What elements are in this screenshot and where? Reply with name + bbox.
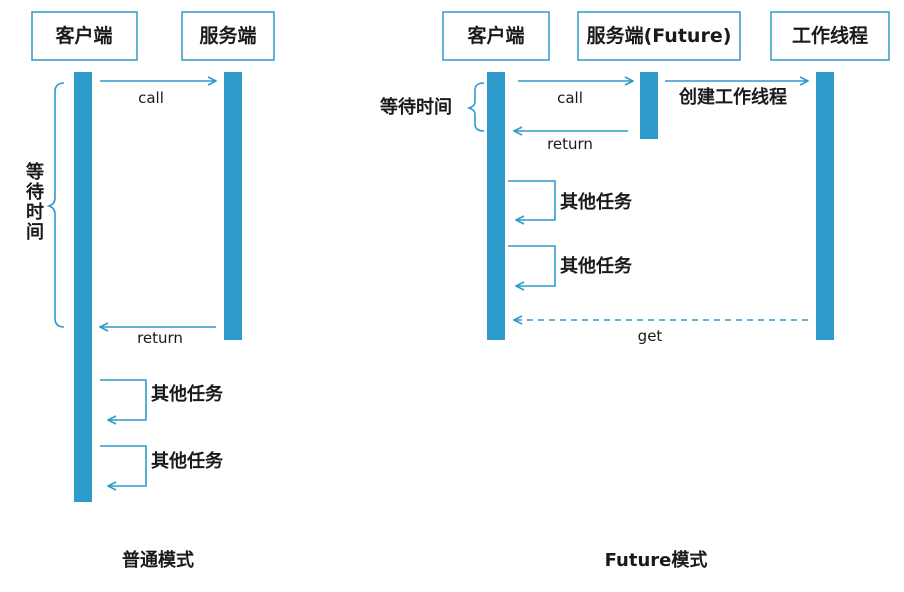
left-task2-label: 其他任务 — [151, 450, 224, 472]
future-mode-diagram: 客户端 服务端(Future) 工作线程 call 创建工作线程 等待时间 re… — [380, 11, 890, 571]
right-server-label: 服务端(Future) — [587, 24, 732, 47]
right-task1-label: 其他任务 — [560, 191, 633, 213]
right-create-label: 创建工作线程 — [678, 86, 787, 108]
right-server-lifeline — [640, 72, 658, 139]
right-worker-lifeline — [816, 72, 834, 340]
right-client-label: 客户端 — [467, 24, 524, 47]
left-call-label: call — [138, 89, 164, 107]
right-worker-label: 工作线程 — [792, 24, 868, 47]
right-server-box — [577, 11, 741, 61]
right-client-box — [442, 11, 550, 61]
left-wait-char-3: 时 — [26, 202, 44, 223]
left-task1-arrow — [100, 379, 147, 420]
left-server-label: 服务端 — [199, 24, 256, 47]
right-wait-brace — [466, 82, 485, 132]
left-server-lifeline — [224, 72, 242, 340]
normal-mode-diagram: 客户端 服务端 call return 等 待 时 间 其他任务 其他任务 普通… — [26, 11, 275, 571]
left-wait-char-2: 待 — [26, 181, 44, 203]
right-client-lifeline — [487, 72, 505, 340]
right-return-label: return — [547, 135, 593, 153]
right-call-label: call — [557, 89, 583, 107]
left-client-label: 客户端 — [55, 24, 112, 47]
left-wait-char-4: 间 — [26, 222, 44, 243]
left-client-lifeline — [74, 72, 92, 502]
left-wait-char-1: 等 — [26, 161, 44, 183]
left-wait-brace — [46, 82, 65, 328]
right-task2-label: 其他任务 — [560, 255, 633, 277]
left-task1-label: 其他任务 — [151, 383, 224, 405]
right-caption: Future模式 — [605, 549, 708, 571]
left-client-box — [31, 11, 138, 61]
left-return-label: return — [137, 329, 183, 347]
left-caption: 普通模式 — [122, 549, 194, 571]
left-server-box — [181, 11, 275, 61]
left-task2-arrow — [100, 445, 147, 486]
right-worker-box — [770, 11, 890, 61]
right-task2-arrow — [508, 245, 556, 286]
right-get-label: get — [638, 327, 663, 345]
right-wait-label: 等待时间 — [380, 96, 452, 118]
right-task1-arrow — [508, 180, 556, 220]
